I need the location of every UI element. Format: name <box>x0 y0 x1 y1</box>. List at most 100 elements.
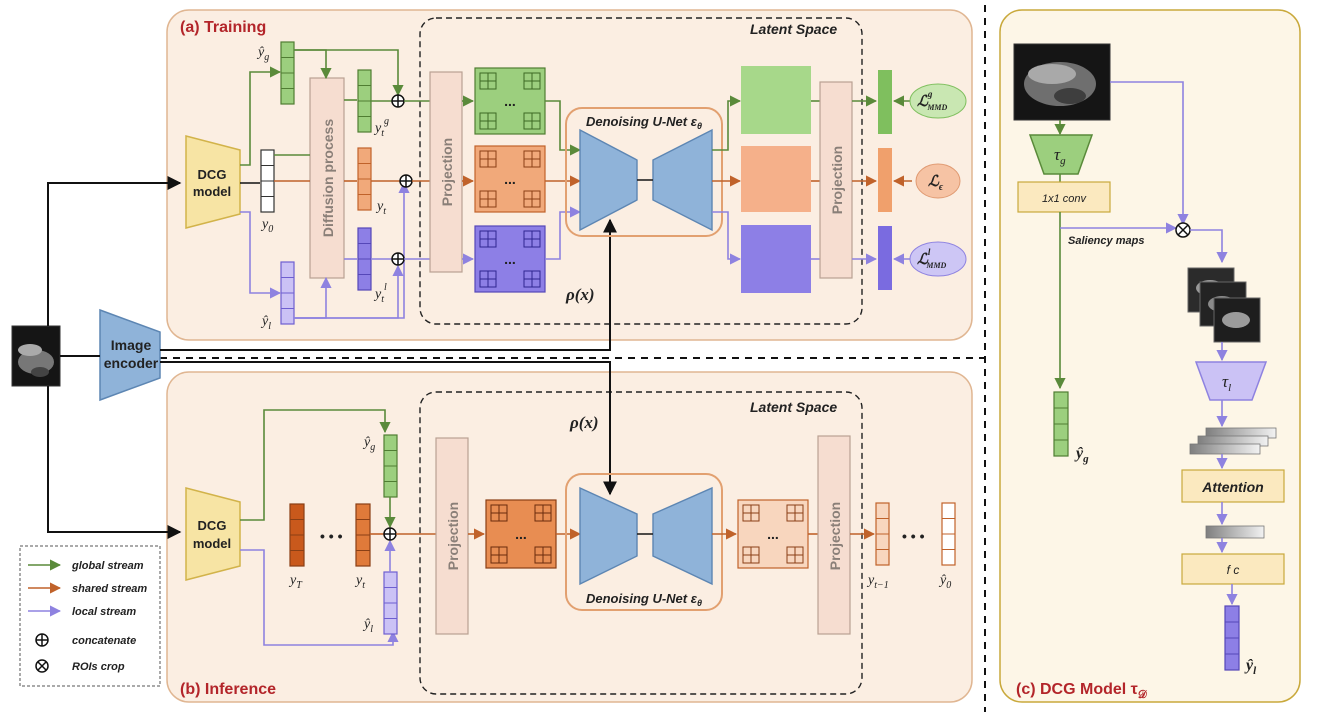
legend-concat-icon <box>35 633 49 647</box>
arrow-unet-to-output-g <box>712 95 742 151</box>
legend-roi-label: ROIs crop <box>72 661 125 673</box>
arrow-encoder-to-unet-inference <box>160 361 617 496</box>
dcg-output-y-l-hat <box>1224 605 1240 671</box>
arrow-unet-to-output-l <box>712 211 742 265</box>
vector-y-g-hat-inference <box>383 434 398 498</box>
vector-y0-hat-inference <box>941 502 956 566</box>
output-vector-local <box>878 226 892 290</box>
input-ultrasound-image <box>11 325 61 387</box>
output-block-local <box>741 225 811 293</box>
inference-title: (b) Inference <box>180 681 276 698</box>
image-encoder <box>99 308 161 402</box>
image-encoder-label-2: encoder <box>104 355 159 371</box>
label-y-T: yT <box>288 573 303 591</box>
label-y-t: yt <box>375 199 386 217</box>
label-y-t-inference: yt <box>354 573 365 591</box>
vector-y-t-minus-1 <box>875 502 890 566</box>
saliency-maps-label: Saliency maps <box>1068 235 1144 247</box>
projection-training-right-label: Projection <box>829 146 845 214</box>
dcg-model-inference-label-1: DCG <box>198 518 227 533</box>
latent-space-box-training <box>419 17 863 325</box>
loss-mmd-local <box>909 241 967 277</box>
vector-y-g-hat-training <box>280 41 295 105</box>
svg-text:...: ... <box>515 526 527 542</box>
fc-box <box>1181 553 1285 585</box>
roi-crop-symbol <box>1175 222 1191 238</box>
arrow-image-to-roi-crop <box>1110 81 1189 226</box>
vector-y-t-l <box>357 227 372 291</box>
concat-symbol-global <box>391 94 405 108</box>
image-encoder-label-1: Image <box>111 337 152 353</box>
latent-grid-inference-output: ... <box>737 499 809 569</box>
legend-local-label: local stream <box>72 606 136 618</box>
arrow-encoder-to-unet-training <box>160 218 617 351</box>
vector-y-t-inference <box>355 503 371 567</box>
training-title: (a) Training <box>180 19 266 36</box>
output-vector-shared <box>878 148 892 212</box>
tau-g-network <box>1028 134 1094 175</box>
label-y0-hat-inference: ŷ0 <box>938 573 951 591</box>
projection-training-right <box>819 81 853 279</box>
latent-grid-shared: ... <box>474 145 546 213</box>
projection-inference-right-label: Projection <box>827 502 843 570</box>
legend-concat-label: concatenate <box>72 635 136 647</box>
tau-g-label: τg <box>1054 145 1066 167</box>
svg-text:...: ... <box>504 251 516 267</box>
concat-symbol-local <box>391 252 405 266</box>
vector-y-l-hat-inference <box>383 571 398 635</box>
pooled-feature-bar <box>1205 525 1265 539</box>
loss-epsilon-label: ℒϵ <box>928 174 944 193</box>
vector-y-t-g <box>357 69 372 133</box>
projection-inference-right <box>817 435 851 635</box>
projection-inference-left-label: Projection <box>445 502 461 570</box>
local-feature-stack <box>1189 427 1277 455</box>
dcg-y-l-hat-label: ŷl <box>1244 657 1257 677</box>
dcg-model-training-label-2: model <box>193 184 231 199</box>
label-y-l-hat-inference: ŷl <box>362 617 373 635</box>
dcg-y-g-hat-label: ŷg <box>1074 445 1089 465</box>
attention-label: Attention <box>1201 479 1263 495</box>
arrow-dcg-inf-to-y-g-hat <box>240 409 391 521</box>
unet-container-training <box>565 107 723 237</box>
arrow-y-g-hat-to-concat-g <box>294 49 404 97</box>
legend-roi-crop-icon <box>35 659 49 673</box>
rho-x-inference: ρ(x) <box>569 413 599 432</box>
unet-label-training: Denoising U-Net εθ <box>586 114 702 131</box>
projection-training-left <box>429 71 463 273</box>
arrow-grid-g-to-unet <box>545 100 582 156</box>
tau-l-network <box>1194 361 1268 401</box>
svg-text:...: ... <box>504 93 516 109</box>
arrow-dcg-to-y-l-hat <box>240 211 282 299</box>
loss-epsilon <box>915 163 961 199</box>
vector-y-T <box>289 503 305 567</box>
tau-l-label: τl <box>1222 372 1231 394</box>
latent-grid-local: ... <box>474 225 546 293</box>
ellipsis-y-T-to-y-t: • • • <box>320 528 343 544</box>
diffusion-process-label: Diffusion process <box>320 119 336 237</box>
label-y0-training: y0 <box>260 217 273 235</box>
label-y-t-l: ytl <box>373 282 387 305</box>
loss-mmd-global <box>909 83 967 119</box>
attention-box <box>1181 469 1285 503</box>
dcg-model-training <box>185 135 241 229</box>
arrow-y-l-hat-to-concat-l <box>294 264 404 319</box>
unet-decoder-inference <box>652 486 713 586</box>
dcg-output-y-g-hat <box>1053 391 1069 457</box>
dcg-panel-title: (c) DCG Model τ𝒟 <box>1016 681 1148 701</box>
unet-encoder-training <box>579 128 638 232</box>
latent-space-label-inference: Latent Space <box>750 399 837 415</box>
output-block-global <box>741 66 811 134</box>
vector-y-l-hat-training <box>280 261 295 325</box>
legend-shared-label: shared stream <box>72 583 147 595</box>
arrow-image-to-dcg-training <box>47 176 182 326</box>
arrow-image-to-dcg-inference <box>47 386 182 539</box>
output-block-shared <box>741 146 811 212</box>
latent-space-box-inference <box>419 391 863 695</box>
label-y-t-g: ytg <box>373 116 389 139</box>
dcg-model-inference <box>185 487 241 581</box>
projection-inference-left <box>435 437 469 635</box>
rho-x-training: ρ(x) <box>565 285 595 304</box>
unet-decoder-training <box>652 128 713 232</box>
